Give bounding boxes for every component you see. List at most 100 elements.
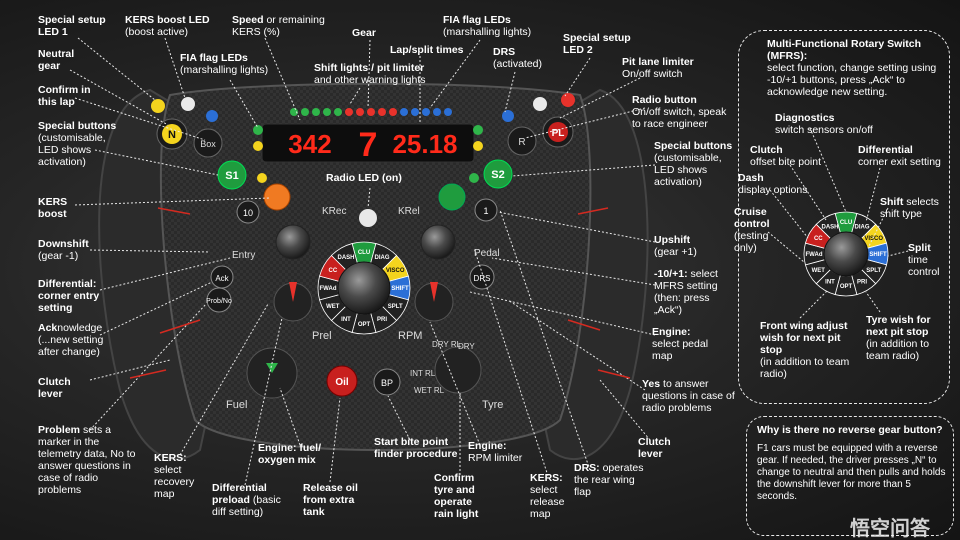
leader-line <box>264 37 301 121</box>
mfrs-segment-label: WET <box>326 304 340 310</box>
leader-line <box>865 167 881 223</box>
leader-line <box>799 289 829 319</box>
label-acknowledge: Acknowledge (...new setting after change… <box>38 322 104 358</box>
label-lap-split: Lap/split times <box>390 44 464 56</box>
shift-light-led <box>356 108 364 116</box>
mfrs-segment-label: DIAG <box>375 255 390 261</box>
svg-text:S1: S1 <box>225 170 238 182</box>
pit-limiter-button[interactable]: PL <box>542 116 574 148</box>
label-special-buttons-left: Special buttons(customisable, LED shows … <box>38 120 117 168</box>
mfrs-front-wing: Front wing adjust wish for next pit stop… <box>760 320 850 380</box>
kers-led <box>181 97 195 111</box>
r-button[interactable]: R <box>507 126 537 156</box>
watermark: 悟空问答 <box>850 518 930 540</box>
shift-light-led <box>389 108 397 116</box>
fuel-rotary[interactable]: Fuel <box>226 347 298 411</box>
flag-led-left-yellow <box>253 141 263 151</box>
neutral-button[interactable]: N <box>156 118 188 150</box>
panel-mfrs-segment-label: WET <box>812 268 826 274</box>
mfrs-segment-label: SHIFT <box>391 286 409 292</box>
svg-text:DRS: DRS <box>474 274 491 283</box>
mfrs-panel-header: Multi-Functional Rotary Switch (MFRS):se… <box>767 38 937 98</box>
leader-line <box>69 69 169 126</box>
leader-line <box>507 299 646 391</box>
svg-text:KRel: KRel <box>398 206 420 217</box>
svg-text:BP: BP <box>381 378 393 388</box>
mfrs-tyre-wish: Tyre wish for next pit stop(in addition … <box>866 314 931 362</box>
kers-boost-button[interactable] <box>263 183 291 211</box>
panel-mfrs-segment-label: CLU <box>840 220 852 226</box>
speed-readout: 342 <box>288 129 331 159</box>
krec-rotary[interactable]: KRec <box>275 206 346 260</box>
plus-one-button[interactable]: 1 <box>474 198 498 222</box>
label-bite-point: Start bite point finder procedure <box>374 436 458 460</box>
svg-text:Box: Box <box>200 139 216 149</box>
flag-led-right-green <box>473 125 483 135</box>
panel-mfrs-segment-label: PRI <box>857 280 867 286</box>
svg-text:Pedal: Pedal <box>474 248 500 259</box>
svg-text:R: R <box>518 137 525 148</box>
shift-light-led <box>400 108 408 116</box>
svg-text:10: 10 <box>243 208 253 218</box>
shift-light-led <box>345 108 353 116</box>
svg-text:DRY RL: DRY RL <box>432 340 462 349</box>
shift-light-led <box>422 108 430 116</box>
mfrs-segment-label: SPLT <box>388 304 403 310</box>
leader-line <box>367 187 371 209</box>
label-kers-recovery: KERS:select recovery map <box>154 452 195 500</box>
s1-button[interactable]: S1 <box>217 160 247 190</box>
shift-light-led <box>444 108 452 116</box>
s2-button[interactable]: S2 <box>483 159 513 189</box>
label-special-setup-1: Special setup LED 1 <box>38 14 106 38</box>
minus-ten-button[interactable]: 10 <box>236 200 260 224</box>
svg-text:KRec: KRec <box>322 206 346 217</box>
leader-line <box>179 303 269 456</box>
drs-button[interactable]: DRS <box>469 264 495 290</box>
special-led-2 <box>533 97 547 111</box>
svg-text:RPM: RPM <box>398 330 422 342</box>
prel-rotary[interactable]: Prel <box>273 282 332 342</box>
radio-button[interactable] <box>438 183 466 211</box>
rpm-rotary[interactable]: RPM <box>398 282 454 342</box>
mfrs-rotary-switch[interactable]: CLUDIAGVISCOSHIFTSPLTPRIOPTINTWETFWAdCCD… <box>317 241 411 335</box>
entry-rotary[interactable]: Entry <box>232 250 255 261</box>
mfrs-panel <box>738 30 950 404</box>
svg-text:Ack: Ack <box>215 274 229 283</box>
panel-mfrs-segment-label: SHIFT <box>869 252 887 258</box>
shift-light-led <box>334 108 342 116</box>
pit-led <box>561 93 575 107</box>
lap-readout: 25.18 <box>392 129 457 159</box>
label-engine-rpm: Engine:RPM limiter <box>468 440 523 464</box>
leader-line <box>564 57 591 97</box>
shift-light-led <box>367 108 375 116</box>
drs-led <box>502 110 514 122</box>
confirm-led <box>206 110 218 122</box>
leader-line <box>599 379 651 441</box>
label-clutch-right: Clutch lever <box>638 436 671 460</box>
leader-line <box>244 317 283 486</box>
box-button[interactable]: Box <box>193 128 223 158</box>
mfrs-shift: Shift selects shift type <box>880 196 939 220</box>
label-drs-operate: DRS: operates the rear wing flap <box>574 462 644 498</box>
label-downshift: Downshift(gear -1) <box>38 238 89 262</box>
bp-button[interactable]: BP <box>373 368 401 396</box>
ack-button[interactable]: Ack <box>210 265 234 289</box>
label-fia-flag-left: FIA flag LEDs(marshalling lights) <box>180 52 269 76</box>
label-release-oil: Release oil from extra tank <box>303 482 358 518</box>
leader-line <box>74 197 271 206</box>
problem-button[interactable]: Prob/No <box>206 287 232 313</box>
svg-text:Prob/No: Prob/No <box>206 298 232 305</box>
shift-light-led <box>301 108 309 116</box>
tyre-rotary[interactable]: Tyre DRY RL DRY INT RL WET RL <box>410 340 503 411</box>
pedal-rotary[interactable]: Pedal <box>474 248 500 259</box>
reverse-gear-note <box>746 416 954 536</box>
special-led-1 <box>151 99 165 113</box>
label-diff-entry: Differential: corner entry setting <box>38 278 100 314</box>
leader-lines <box>69 37 913 486</box>
oil-button[interactable]: Oil <box>326 365 358 397</box>
krel-rotary[interactable]: KRel <box>398 206 456 260</box>
s1-led <box>257 173 267 183</box>
